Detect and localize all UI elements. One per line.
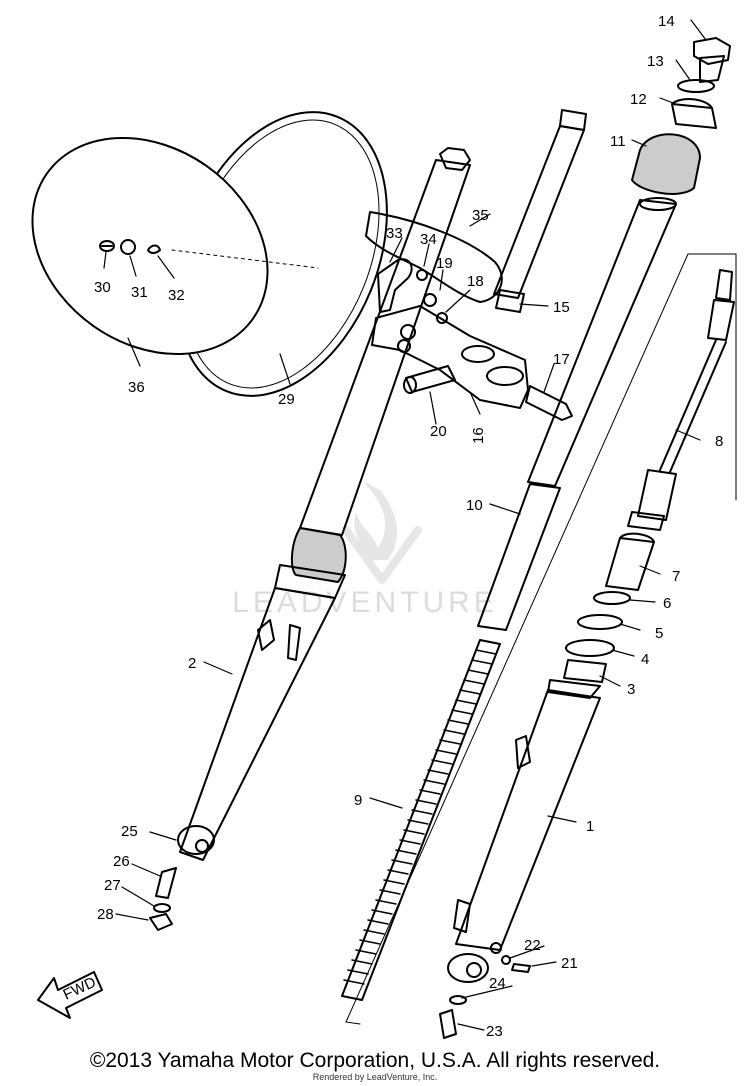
fork-cover <box>631 133 701 195</box>
left-axle-parts <box>149 867 177 931</box>
pinch-bolt-20 <box>405 365 456 393</box>
copyright-notice: ©2013 Yamaha Motor Corporation, U.S.A. A… <box>89 1049 661 1072</box>
leader-lines <box>103 19 707 1031</box>
part-label-1: 1 <box>586 818 594 835</box>
part-label-27: 27 <box>104 877 121 894</box>
part-label-30: 30 <box>94 279 111 296</box>
part-label-12: 12 <box>630 91 647 108</box>
part-label-35: 35 <box>472 207 489 224</box>
part-label-31: 31 <box>131 284 148 301</box>
slide-bush <box>563 659 607 683</box>
part-label-15: 15 <box>553 299 570 316</box>
watermark-text: LEADVENTURE <box>232 586 498 619</box>
fork-spring <box>341 639 501 1001</box>
part-label-36: 36 <box>128 379 145 396</box>
part-label-17: 17 <box>553 351 570 368</box>
part-label-28: 28 <box>97 906 114 923</box>
part-label-24: 24 <box>489 975 506 992</box>
right-inner-tube <box>493 109 587 313</box>
part-label-6: 6 <box>663 595 671 612</box>
assembly-frame-lines <box>345 253 737 1025</box>
part-label-33: 33 <box>386 225 403 242</box>
part-label-5: 5 <box>655 625 663 642</box>
forward-arrow-icon: FWD <box>37 971 103 1019</box>
under-bracket <box>371 293 573 421</box>
part-number-labels: 1 2 3 4 5 6 7 8 9 10 11 12 13 14 15 16 1… <box>94 13 723 1040</box>
left-fork-assembly <box>177 147 471 861</box>
part-label-18: 18 <box>467 273 484 290</box>
part-label-11: 11 <box>610 133 626 150</box>
spacer-tube <box>477 483 561 631</box>
part-label-13: 13 <box>647 53 664 70</box>
damper-rod <box>627 269 735 531</box>
headlight-lens <box>31 136 269 356</box>
part-label-14: 14 <box>658 13 675 30</box>
rendered-by-credit: Rendered by LeadVenture, Inc. <box>312 1072 438 1082</box>
washer <box>577 614 623 630</box>
part-label-2: 2 <box>188 655 196 672</box>
part-label-29: 29 <box>278 391 295 408</box>
circlip <box>593 591 631 605</box>
oil-seal <box>565 639 615 657</box>
part-label-32: 32 <box>168 287 185 304</box>
part-label-26: 26 <box>113 853 130 870</box>
part-label-3: 3 <box>627 681 635 698</box>
part-label-20: 20 <box>430 423 447 440</box>
part-label-22: 22 <box>524 937 541 954</box>
part-label-19: 19 <box>436 255 453 272</box>
part-label-23: 23 <box>486 1023 503 1040</box>
spacer-ring <box>671 98 717 129</box>
part-label-34: 34 <box>420 231 437 248</box>
part-label-8: 8 <box>715 433 723 450</box>
right-outer-tube <box>447 679 601 983</box>
adjust-screw <box>99 239 161 255</box>
part-label-16: 16 <box>470 427 487 444</box>
part-label-25: 25 <box>121 823 138 840</box>
right-fork-tube <box>527 197 677 487</box>
o-ring <box>677 79 715 93</box>
part-label-4: 4 <box>641 651 649 668</box>
part-label-10: 10 <box>466 497 483 514</box>
part-label-9: 9 <box>354 792 362 809</box>
part-label-7: 7 <box>672 568 680 585</box>
part-label-21: 21 <box>561 955 578 972</box>
fork-cap-bolt <box>693 37 731 83</box>
right-axle-parts <box>439 955 531 1039</box>
damper-spacer <box>605 532 655 591</box>
leadventure-watermark: LEADVENTURE <box>232 480 498 619</box>
